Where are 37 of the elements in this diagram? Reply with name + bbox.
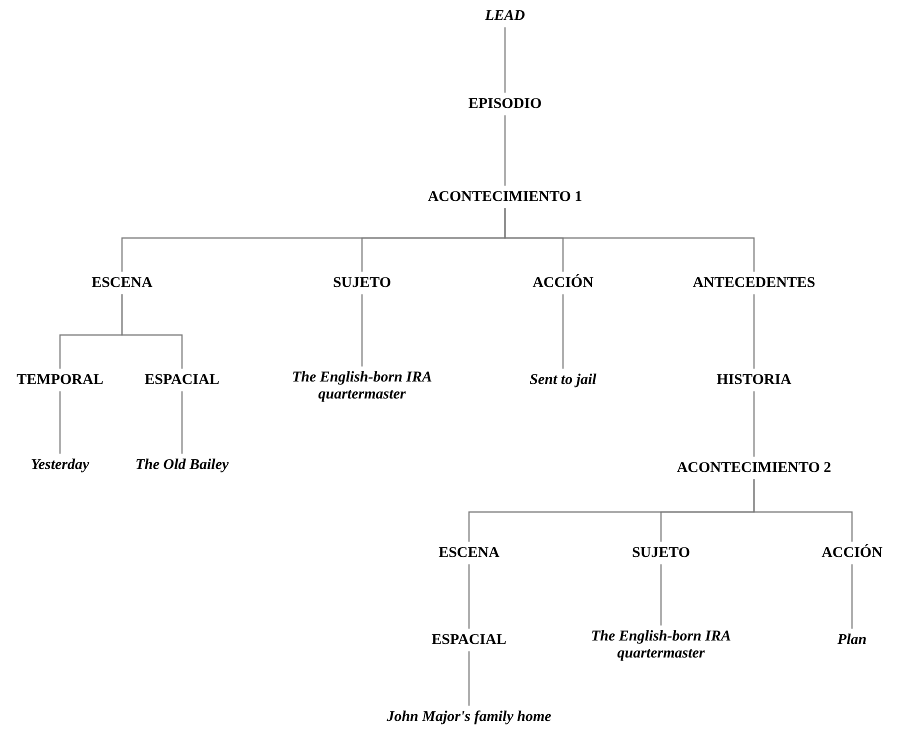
tree-line: [504, 208, 755, 272]
tree-line: [468, 564, 470, 629]
category-label: TEMPORAL: [16, 372, 104, 388]
value-label: LEAD: [485, 8, 525, 24]
tree-line: [181, 391, 183, 454]
tree-line: [753, 294, 755, 369]
category-label: EPISODIO: [468, 96, 542, 112]
value-label: The English-born IRA quartermaster: [566, 628, 756, 662]
tree-line: [468, 651, 470, 706]
tree-line: [851, 564, 853, 629]
category-label: ESCENA: [438, 544, 500, 562]
value-label: John Major's family home: [386, 708, 552, 726]
category-label: ACCIÓN: [822, 544, 882, 562]
tree-line: [660, 564, 662, 626]
category-label: ACONTECIMIENTO 2: [676, 460, 832, 476]
category-label: ANTECEDENTES: [692, 274, 816, 292]
tree-line: [753, 391, 755, 457]
category-label: ESPACIAL: [432, 632, 506, 648]
tree-line: [504, 115, 506, 186]
value-label: Sent to jail: [530, 372, 596, 388]
category-label: ACONTECIMIENTO 1: [428, 188, 582, 206]
value-label: The Old Bailey: [135, 456, 229, 474]
category-label: SUJETO: [632, 544, 690, 562]
tree-line: [59, 391, 61, 454]
category-label: HISTORIA: [716, 372, 792, 388]
category-label: SUJETO: [332, 274, 392, 292]
category-label: ESCENA: [92, 274, 152, 292]
category-label: ESPACIAL: [144, 372, 220, 388]
tree-line: [121, 294, 183, 369]
value-label: Plan: [837, 632, 867, 648]
tree-line: [361, 294, 363, 366]
tree-line: [504, 27, 506, 93]
tree-line: [753, 479, 853, 542]
category-label: ACCIÓN: [532, 274, 594, 292]
value-label: Yesterday: [30, 456, 90, 474]
tree-line: [562, 294, 564, 369]
value-label: The English-born IRA quartermaster: [267, 370, 457, 402]
